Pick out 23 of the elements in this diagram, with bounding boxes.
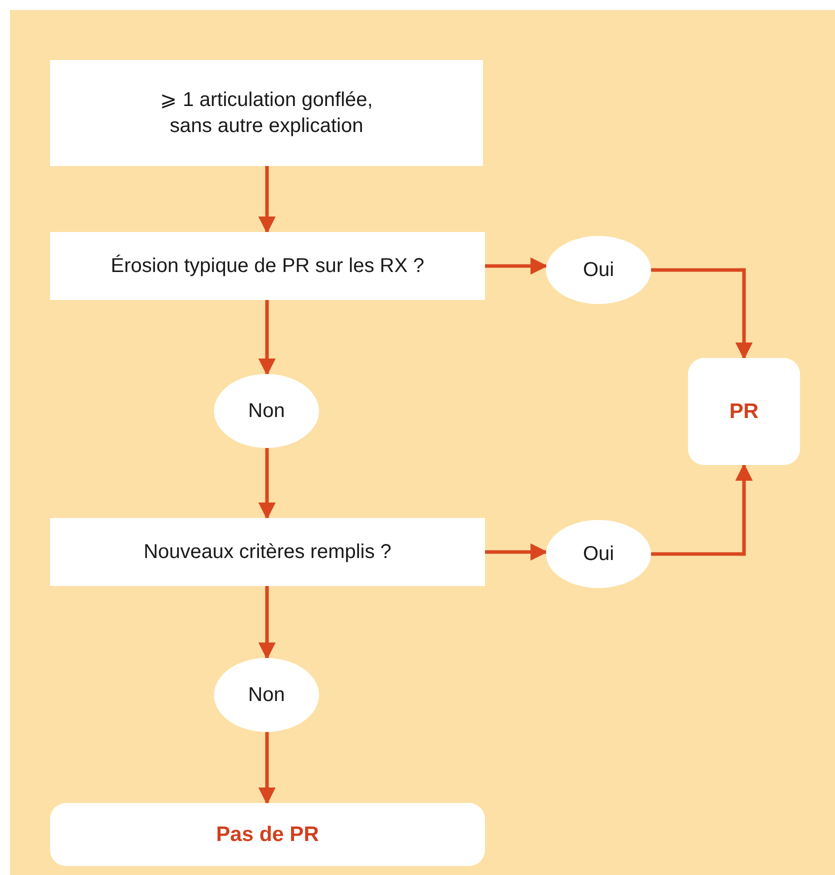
node-text: Oui <box>582 542 614 567</box>
node-text: Nouveaux critères remplis ? <box>144 540 392 565</box>
node-text: Oui <box>582 258 614 283</box>
process-box <box>50 60 483 166</box>
node-text: Non <box>248 683 285 708</box>
node-text: ⩾ 1 articulation gonflée, sans autre explication <box>159 88 374 139</box>
arrow <box>258 732 276 805</box>
arrow <box>258 586 276 660</box>
process-box <box>50 518 485 586</box>
arrow <box>485 257 548 275</box>
result-box <box>50 803 485 866</box>
arrow <box>485 543 548 561</box>
node-text: PR <box>729 398 759 425</box>
arrow <box>651 268 753 360</box>
node-text: Pas de PR <box>216 822 319 848</box>
arrow <box>258 166 276 234</box>
arrow <box>258 300 276 376</box>
arrow <box>651 463 753 556</box>
process-box <box>50 232 485 300</box>
result-box <box>688 358 800 465</box>
node-text: Non <box>248 399 285 424</box>
node-text: Érosion typique de PR sur les RX ? <box>110 254 424 279</box>
arrow <box>258 448 276 520</box>
